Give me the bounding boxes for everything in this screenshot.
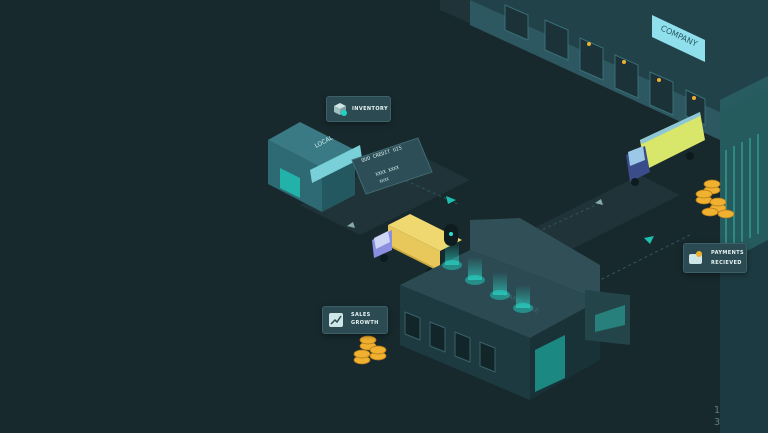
sales-text-line2: GROWTH: [351, 320, 379, 326]
sales-growth-label: SALES GROWTH: [322, 306, 388, 334]
payments-received-label: PAYMENTS RECIEVED: [683, 243, 747, 273]
credit-card: QUO CREDIT UIS XXXX XXXX XXXX: [351, 137, 433, 195]
inventory-text: INVENTORY: [352, 106, 388, 112]
coin-stack-icon: [353, 335, 387, 365]
route-arrows: [347, 196, 654, 244]
card-sub: XXXX: [379, 176, 390, 184]
coin-stack-icon: [695, 179, 735, 219]
local-store: LOCAL: [268, 122, 362, 212]
page-number-line2: 3: [713, 417, 721, 428]
payments-text-line1: PAYMENTS: [711, 250, 745, 256]
page-number: 1 3: [712, 405, 722, 429]
warehouse: WAREHOUSE: [400, 218, 630, 400]
box-check-icon: [334, 103, 347, 116]
delivery-truck-top: [626, 112, 705, 186]
payments-text-line2: RECIEVED: [711, 260, 742, 266]
delivery-truck-middle: [372, 214, 462, 276]
inventory-label: INVENTORY: [326, 96, 391, 122]
page-number-line1: 1: [713, 405, 721, 416]
sales-text-line1: SALES: [351, 312, 371, 318]
chart-up-icon: [329, 313, 343, 327]
wallet-coin-icon: [689, 251, 702, 264]
